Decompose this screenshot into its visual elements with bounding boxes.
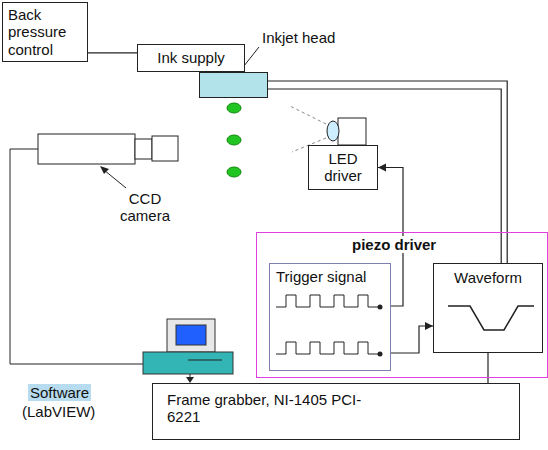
node-text: piezo driver [349, 236, 439, 253]
camera-front [152, 136, 178, 161]
arrow-head [378, 164, 386, 172]
supply-box: Ink supply [137, 44, 245, 72]
terminal-dot [378, 305, 383, 310]
pulse-line [276, 295, 380, 307]
leader-line [104, 170, 126, 188]
trigger-box: Trigger signal [269, 263, 391, 371]
node-text: Back pressure control [8, 6, 82, 58]
connector [268, 81, 507, 263]
piezo-region: piezo driverTrigger signal Waveform [256, 232, 548, 378]
driver-box: LED driver [308, 145, 378, 190]
node-text: Trigger signal [276, 268, 384, 285]
camera-body [38, 134, 135, 164]
connector-line [268, 81, 507, 263]
connector-line [487, 353, 488, 383]
waveform-box: Waveform [433, 263, 543, 353]
software-label: (LabVIEW) [22, 403, 95, 420]
led-housing [338, 118, 366, 145]
node-text: Waveform [438, 269, 538, 286]
monitor-screen [176, 325, 206, 345]
light-ray [290, 106, 326, 124]
grabber-box: Frame grabber, NI-1405 PCI-6221 [152, 383, 520, 440]
node-text: LED driver [312, 150, 374, 185]
control-box: Back pressure control [2, 2, 88, 62]
node-text: Inkjet head [262, 29, 335, 46]
connector [88, 52, 137, 53]
ink-drop [227, 135, 241, 145]
camera-wire [10, 149, 143, 364]
connector-line [268, 89, 501, 263]
led-lens [327, 121, 339, 141]
connector-line [88, 52, 137, 53]
ink-drop [227, 167, 241, 177]
inkjet-head: Inkjet head [199, 72, 268, 98]
node-text: Frame grabber, NI-1405 PCI-6221 [167, 391, 362, 426]
computer-base [143, 352, 233, 374]
camera-lens [135, 139, 152, 159]
arrow-head [100, 166, 109, 174]
terminal-dot [378, 352, 383, 357]
pulse-line [276, 342, 380, 354]
arrow-head [425, 322, 433, 330]
camera-label: CCD camera [108, 190, 182, 225]
monitor [167, 319, 215, 352]
software-label: Software [28, 384, 91, 401]
node-text: Ink supply [142, 49, 240, 66]
ink-drop [227, 103, 241, 113]
drive-slot [188, 360, 222, 361]
connector [488, 353, 489, 383]
